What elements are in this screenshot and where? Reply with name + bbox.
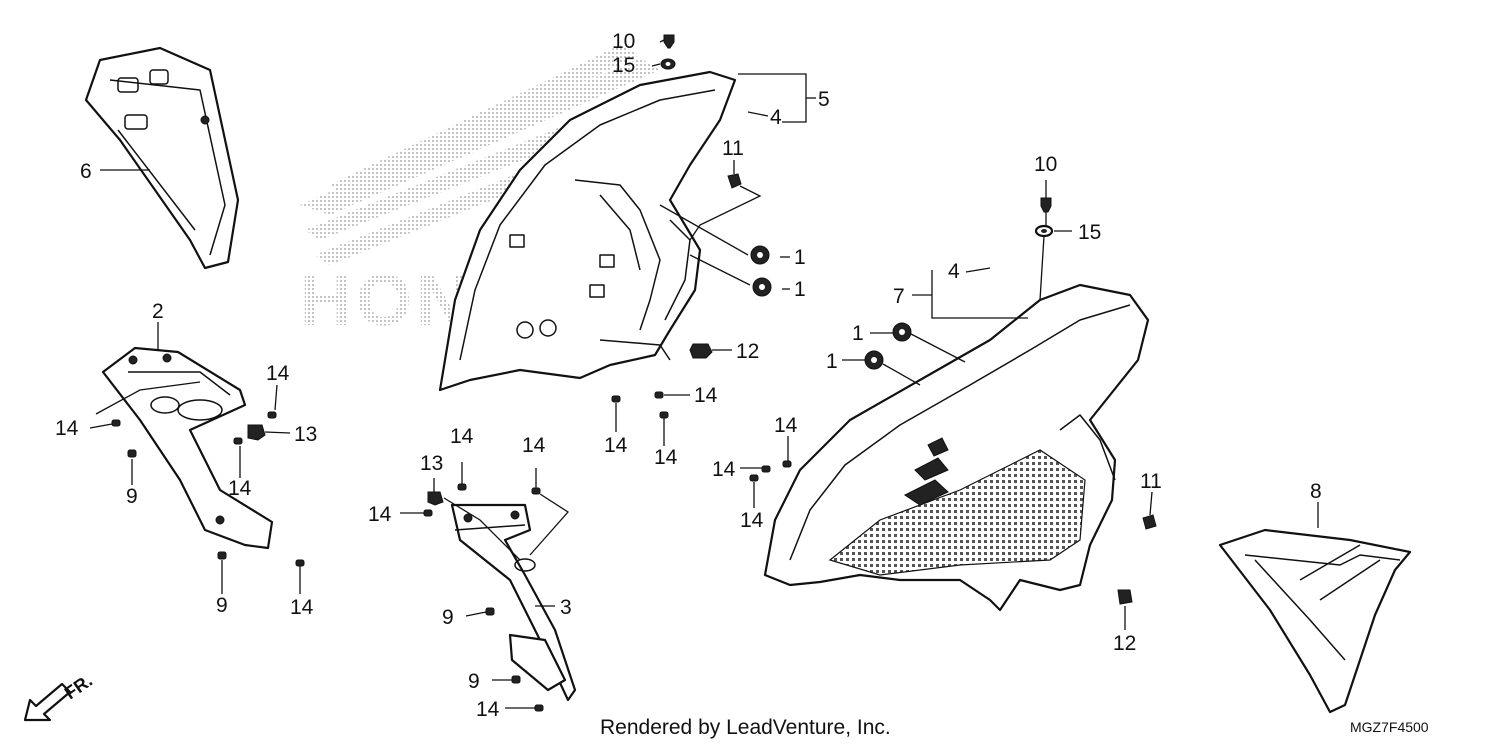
front-label: FR. <box>61 670 96 703</box>
callout-13: 13 <box>294 423 317 446</box>
callout-9: 9 <box>468 670 480 693</box>
callout-labels: 10 15 5 4 11 1 1 6 12 2 14 14 13 14 9 9 … <box>55 30 1322 721</box>
part-7-front-fairing <box>763 283 1150 612</box>
callout-14: 14 <box>476 698 500 721</box>
callout-4: 4 <box>770 106 782 129</box>
callout-9: 9 <box>216 594 228 617</box>
callout-14: 14 <box>368 503 392 526</box>
callout-11: 11 <box>1140 470 1162 493</box>
callout-15: 15 <box>612 54 635 77</box>
callout-13: 13 <box>420 452 443 475</box>
part-5-side-cover <box>438 70 737 392</box>
callout-12: 12 <box>1113 632 1136 655</box>
part-6-inner-cover <box>84 46 240 270</box>
callout-3: 3 <box>560 596 572 619</box>
callout-14: 14 <box>604 434 628 457</box>
callout-9: 9 <box>442 606 454 629</box>
callout-14: 14 <box>266 362 290 385</box>
callout-14: 14 <box>290 596 314 619</box>
callout-1: 1 <box>794 246 806 269</box>
callout-15: 15 <box>1078 221 1101 244</box>
callout-10: 10 <box>612 30 635 53</box>
fasteners <box>111 34 1157 712</box>
callout-14: 14 <box>694 384 718 407</box>
callout-14: 14 <box>450 425 474 448</box>
callout-1: 1 <box>826 350 838 373</box>
callout-2: 2 <box>152 300 164 323</box>
callout-14: 14 <box>654 446 678 469</box>
part-3-bracket <box>450 503 577 702</box>
callout-14: 14 <box>228 477 252 500</box>
rendered-by-caption: Rendered by LeadVenture, Inc. <box>600 716 891 739</box>
front-direction-arrow: FR. <box>23 670 96 722</box>
callout-14: 14 <box>712 458 736 481</box>
callout-12: 12 <box>736 340 759 363</box>
callout-14: 14 <box>740 509 764 532</box>
callout-10: 10 <box>1034 153 1057 176</box>
callout-9: 9 <box>126 485 138 508</box>
callout-4: 4 <box>948 260 960 283</box>
diagram-code: MGZ7F4500 <box>1350 719 1429 735</box>
callout-14: 14 <box>774 414 798 437</box>
leader-lines <box>89 39 1319 709</box>
callout-8: 8 <box>1310 480 1322 503</box>
part-2-bracket <box>101 346 274 550</box>
callout-6: 6 <box>80 160 92 183</box>
callout-7: 7 <box>893 285 905 308</box>
callout-11: 11 <box>722 137 744 160</box>
callout-14: 14 <box>55 417 79 440</box>
part-8-lower-cover <box>1218 528 1412 714</box>
callout-5: 5 <box>818 88 830 111</box>
callout-14: 14 <box>522 434 546 457</box>
callout-1: 1 <box>852 322 864 345</box>
callout-1: 1 <box>794 278 806 301</box>
